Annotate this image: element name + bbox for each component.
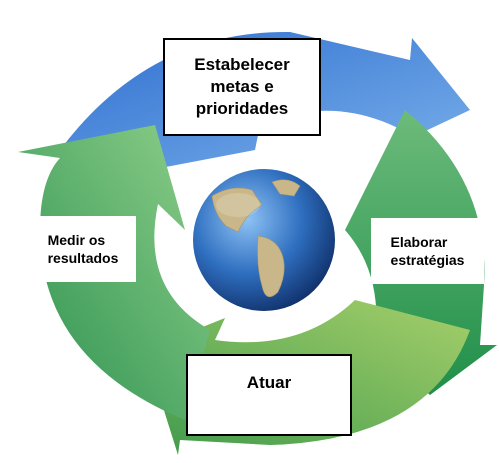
step-bottom-label: Atuar bbox=[246, 373, 292, 392]
step-top-label: Estabelecer metas e prioridades bbox=[194, 54, 290, 119]
step-box-bottom: Atuar bbox=[186, 354, 352, 436]
step-left-label: Medir os resultados bbox=[47, 231, 119, 266]
globe-highlight bbox=[216, 193, 260, 217]
step-box-right: Elaborar estratégias bbox=[371, 218, 484, 284]
step-box-top: Estabelecer metas e prioridades bbox=[163, 38, 321, 136]
step-right-label: Elaborar estratégias bbox=[390, 233, 465, 268]
step-box-left: Medir os resultados bbox=[30, 216, 136, 282]
globe-land bbox=[211, 179, 301, 298]
